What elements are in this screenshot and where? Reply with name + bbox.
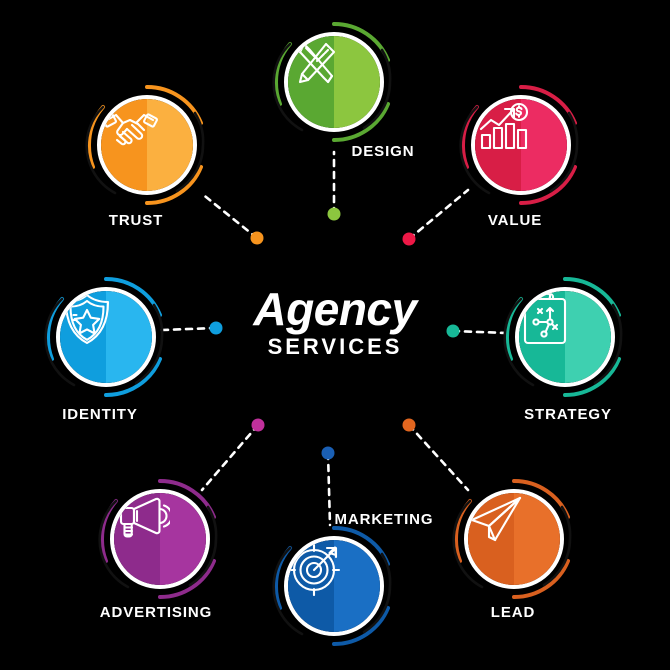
connector-dot-identity [209, 321, 223, 335]
node-label-lead: LEAD [490, 604, 536, 621]
node-ring-advertising [98, 477, 222, 601]
node-disc-design[interactable] [284, 32, 384, 132]
marketing-line [326, 451, 332, 527]
node-disc-strategy[interactable] [515, 287, 615, 387]
paper-plane-icon [468, 493, 560, 585]
node-ring-trust [85, 83, 209, 207]
node-disc-lead[interactable] [464, 489, 564, 589]
connector-dot-lead [402, 418, 416, 432]
center-title-line1: Agency [253, 283, 417, 335]
node-disc-identity[interactable] [56, 287, 156, 387]
node-ring-strategy [503, 275, 627, 399]
connector-dot-strategy [446, 324, 460, 338]
connector-dot-trust [250, 231, 264, 245]
node-disc-advertising[interactable] [110, 489, 210, 589]
center-title: Agency SERVICES [253, 283, 417, 359]
node-label-strategy: STRATEGY [524, 406, 612, 423]
center-title-line2: SERVICES [267, 334, 403, 359]
node-label-identity: IDENTITY [62, 406, 138, 423]
shield-star-icon [60, 291, 152, 383]
node-ring-lead [452, 477, 576, 601]
handshake-icon [101, 99, 193, 191]
identity-line [160, 326, 218, 332]
pencil-ruler-icon [288, 36, 380, 128]
connector-dot-design [327, 207, 341, 221]
node-ring-identity [44, 275, 168, 399]
node-label-value: VALUE [487, 212, 543, 229]
node-disc-value[interactable] [471, 95, 571, 195]
strategy-line [451, 329, 508, 335]
trust-line [199, 191, 259, 240]
clipboard-tactics-icon [519, 291, 611, 383]
node-ring-design [272, 20, 396, 144]
node-label-design: DESIGN [351, 143, 415, 160]
growth-chart-dollar-icon [475, 99, 567, 191]
connector-dot-advertising [251, 418, 265, 432]
node-label-advertising: ADVERTISING [99, 604, 213, 621]
connector-dot-value [402, 232, 416, 246]
node-disc-trust[interactable] [97, 95, 197, 195]
megaphone-icon [114, 493, 206, 585]
node-ring-marketing [272, 524, 396, 648]
node-ring-value [459, 83, 583, 207]
node-disc-marketing[interactable] [284, 536, 384, 636]
node-label-trust: TRUST [108, 212, 164, 229]
connector-dot-marketing [321, 446, 335, 460]
target-arrow-icon [288, 540, 380, 632]
node-label-marketing: MARKETING [334, 511, 434, 528]
